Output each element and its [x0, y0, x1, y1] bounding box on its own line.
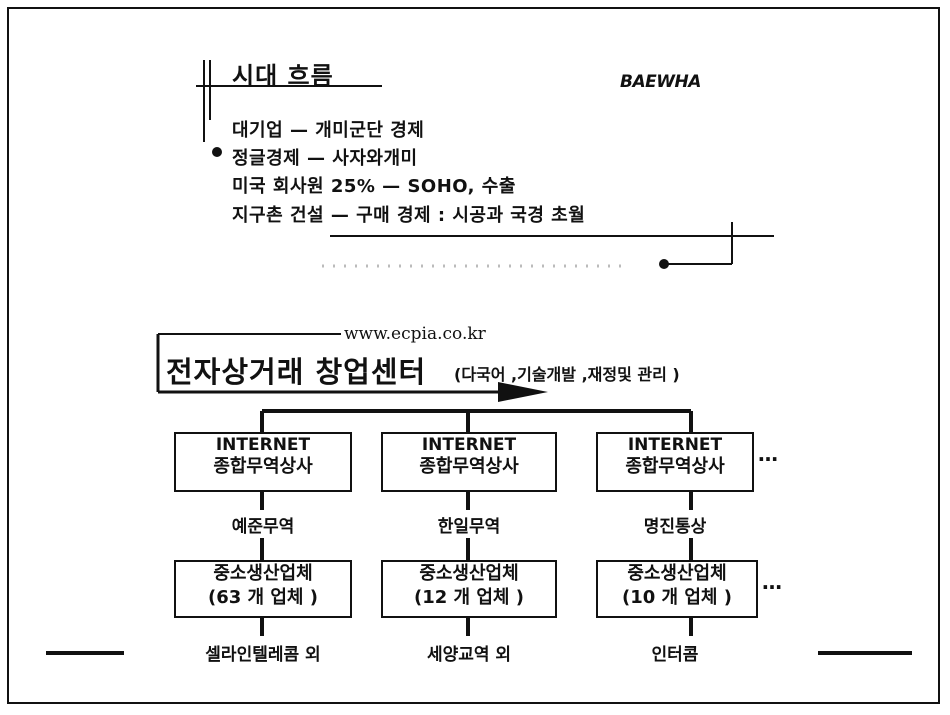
partner-2: 세양교역 외	[426, 645, 512, 665]
center-title: 전자상거래 창업센터	[166, 355, 427, 389]
more-ellipsis-1: …	[758, 442, 779, 466]
trend-item-2: 정글경제 — 사자와개미	[232, 148, 418, 169]
trade-box-line2: 종합무역상사	[213, 456, 313, 477]
producer-box-line1: 중소생산업체	[213, 563, 313, 584]
trade-box-line2: 종합무역상사	[419, 456, 519, 477]
partner-1: 셀라인텔레콤 외	[205, 645, 321, 665]
trade-box-line1: INTERNET	[627, 435, 723, 455]
trend-item-4: 지구촌 건설 — 구매 경제 : 시공과 국경 초월	[232, 205, 586, 226]
trend-item-3: 미국 회사원 25% — SOHO, 수출	[232, 176, 516, 197]
trade-box-line1: INTERNET	[215, 435, 311, 455]
trade-company-3: 명진통상	[643, 517, 707, 537]
section-title: 시대 흐름	[232, 62, 334, 90]
producer-box-line2: (10 개 업체 )	[622, 587, 732, 608]
partner-3: 인터콤	[651, 645, 699, 665]
trade-box-line2: 종합무역상사	[625, 456, 725, 477]
trade-box-2: INTERNET 종합무역상사	[381, 432, 557, 492]
producer-box-3: 중소생산업체 (10 개 업체 )	[596, 560, 758, 618]
producer-box-2: 중소생산업체 (12 개 업체 )	[381, 560, 557, 618]
trade-company-1: 예준무역	[231, 517, 295, 537]
baewha-logo: BAEWHA	[620, 72, 701, 92]
producer-box-line1: 중소생산업체	[627, 563, 727, 584]
page-frame	[7, 7, 940, 704]
trend-item-1: 대기업 — 개미군단 경제	[232, 120, 425, 141]
center-subtitle: (다국어 ,기술개발 ,재정및 관리 )	[454, 365, 680, 384]
producer-box-line2: (12 개 업체 )	[414, 587, 524, 608]
trade-box-line1: INTERNET	[421, 435, 517, 455]
trade-company-2: 한일무역	[437, 517, 501, 537]
producer-box-line1: 중소생산업체	[419, 563, 519, 584]
trade-box-3: INTERNET 종합무역상사	[596, 432, 754, 492]
website-url: www.ecpia.co.kr	[344, 324, 486, 344]
more-ellipsis-2: …	[762, 570, 783, 594]
trade-box-1: INTERNET 종합무역상사	[174, 432, 352, 492]
producer-box-line2: (63 개 업체 )	[208, 587, 318, 608]
producer-box-1: 중소생산업체 (63 개 업체 )	[174, 560, 352, 618]
